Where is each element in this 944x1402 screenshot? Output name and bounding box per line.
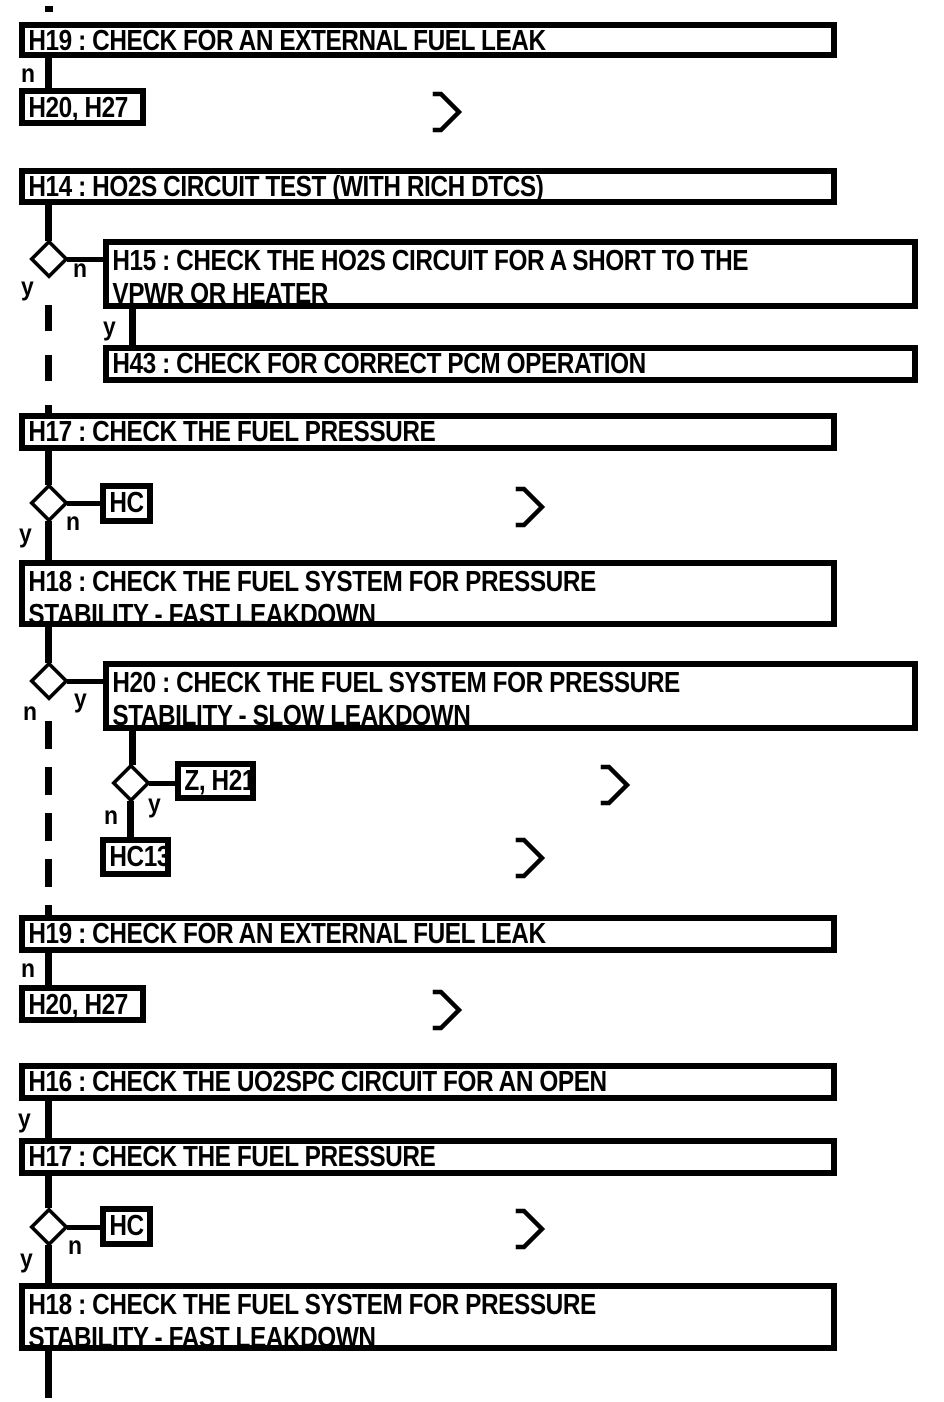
connector-line-dashed (45, 703, 52, 915)
branch-label-no: n (68, 1230, 82, 1260)
connector-line-dashed (45, 281, 52, 413)
branch-label-no: n (104, 800, 118, 830)
step-label-line2: STABILITY - SLOW LEAKDOWN (112, 700, 471, 732)
step-label-line2: VPWR OR HEATER (112, 278, 328, 310)
step-box-h18-upper: H18 : CHECK THE FUEL SYSTEM FOR PRESSURE… (19, 560, 837, 631)
branch-label-yes: y (18, 1103, 31, 1133)
branch-label-yes: y (21, 271, 34, 301)
goto-box-hc-upper: HC (100, 483, 153, 524)
connector-line (127, 801, 134, 838)
continuation-chevron-icon (431, 89, 463, 140)
step-box-h14: H14 : HO2S CIRCUIT TEST (WITH RICH DTCS) (19, 168, 837, 205)
step-label-line2: STABILITY - FAST LEAKDOWN (28, 599, 376, 631)
goto-box-h20-h27-lower: H20, H27 (19, 985, 146, 1023)
branch-label-yes: y (20, 1243, 33, 1273)
connector-line (67, 257, 105, 262)
goto-label: HC13 (109, 841, 170, 873)
step-label-line1: H15 : CHECK THE HO2S CIRCUIT FOR A SHORT… (112, 245, 749, 277)
branch-label-yes: y (19, 518, 32, 548)
connector-line (129, 309, 136, 346)
decision-diamond (29, 1207, 69, 1252)
goto-box-hc13: HC13 (100, 837, 171, 877)
decision-diamond (29, 239, 69, 284)
goto-box-h20-h27-top: H20, H27 (19, 88, 146, 126)
goto-label: HC (109, 487, 144, 519)
connector-line (45, 953, 52, 986)
connector-line (45, 1101, 52, 1138)
connector-line (45, 521, 52, 561)
step-label: H17 : CHECK THE FUEL PRESSURE (28, 1141, 436, 1173)
step-box-h15: H15 : CHECK THE HO2S CIRCUIT FOR A SHORT… (103, 239, 918, 310)
step-label-line1: H20 : CHECK THE FUEL SYSTEM FOR PRESSURE (112, 667, 680, 699)
connector-line (45, 1245, 52, 1284)
branch-label-yes: y (148, 788, 161, 818)
connector-line (129, 731, 136, 765)
connector-line (149, 781, 177, 786)
continuation-chevron-icon (514, 835, 546, 886)
goto-label: H20, H27 (28, 92, 128, 124)
goto-label: Z, H21 (184, 765, 255, 797)
goto-label: HC (109, 1210, 144, 1242)
decision-diamond (29, 483, 69, 528)
continuation-chevron-icon (514, 484, 546, 535)
step-label: H16 : CHECK THE UO2SPC CIRCUIT FOR AN OP… (28, 1066, 607, 1098)
step-label: H43 : CHECK FOR CORRECT PCM OPERATION (112, 348, 646, 380)
step-box-h20: H20 : CHECK THE FUEL SYSTEM FOR PRESSURE… (103, 661, 918, 732)
continuation-chevron-icon (431, 987, 463, 1038)
continuation-chevron-icon (514, 1206, 546, 1257)
step-label: H19 : CHECK FOR AN EXTERNAL FUEL LEAK (28, 25, 546, 57)
step-box-h18-lower: H18 : CHECK THE FUEL SYSTEM FOR PRESSURE… (19, 1283, 837, 1354)
step-label-line1: H18 : CHECK THE FUEL SYSTEM FOR PRESSURE (28, 566, 596, 598)
decision-diamond (111, 763, 151, 808)
step-label: H14 : HO2S CIRCUIT TEST (WITH RICH DTCS) (28, 171, 544, 203)
connector-line (45, 627, 52, 663)
branch-label-no: n (21, 58, 35, 88)
continuation-dash (45, 6, 53, 12)
step-label-line1: H18 : CHECK THE FUEL SYSTEM FOR PRESSURE (28, 1289, 596, 1321)
step-box-h17-lower: H17 : CHECK THE FUEL PRESSURE (19, 1138, 837, 1176)
step-box-h17-upper: H17 : CHECK THE FUEL PRESSURE (19, 413, 837, 451)
step-box-h43: H43 : CHECK FOR CORRECT PCM OPERATION (103, 345, 918, 383)
branch-label-no: n (21, 953, 35, 983)
goto-box-z-h21: Z, H21 (175, 761, 256, 801)
goto-box-hc-lower: HC (100, 1206, 153, 1247)
connector-line (45, 1351, 52, 1398)
connector-line (67, 679, 105, 684)
connector-line (45, 205, 52, 241)
branch-label-no: n (66, 506, 80, 536)
step-label: H19 : CHECK FOR AN EXTERNAL FUEL LEAK (28, 918, 546, 950)
connector-line (45, 451, 52, 485)
connector-line (67, 501, 102, 506)
connector-line (45, 58, 52, 89)
step-label: H17 : CHECK THE FUEL PRESSURE (28, 416, 436, 448)
branch-label-yes: y (74, 683, 87, 713)
decision-diamond (29, 661, 69, 706)
branch-label-yes: y (103, 311, 116, 341)
step-box-h19-lower: H19 : CHECK FOR AN EXTERNAL FUEL LEAK (19, 915, 837, 953)
step-label-line2: STABILITY - FAST LEAKDOWN (28, 1322, 376, 1354)
connector-line (45, 1176, 52, 1208)
continuation-chevron-icon (599, 762, 631, 813)
connector-line (67, 1225, 102, 1230)
step-box-h19-top: H19 : CHECK FOR AN EXTERNAL FUEL LEAK (19, 22, 837, 58)
step-box-h16: H16 : CHECK THE UO2SPC CIRCUIT FOR AN OP… (19, 1063, 837, 1101)
goto-label: H20, H27 (28, 989, 128, 1021)
branch-label-no: n (23, 696, 37, 726)
